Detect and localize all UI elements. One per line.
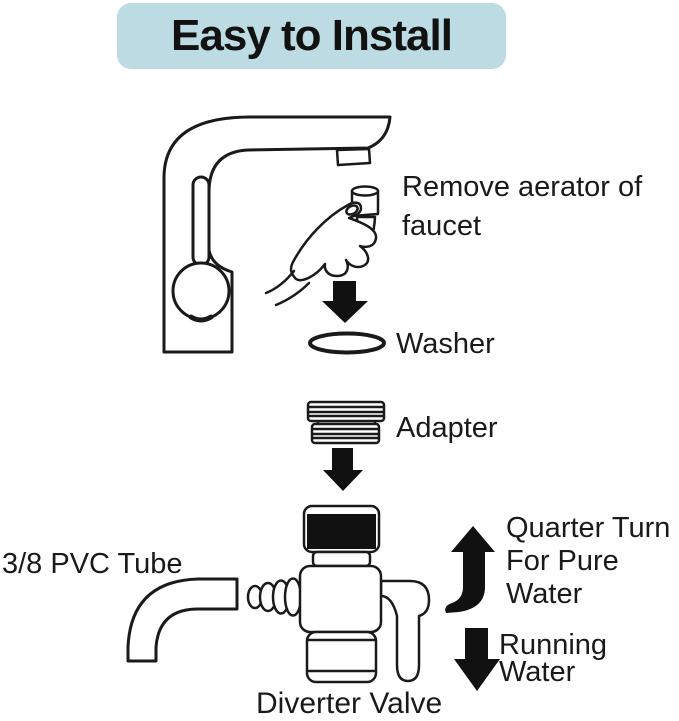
valve-body (298, 564, 383, 634)
faucet-handle (191, 175, 211, 267)
diverter-valve-label: Diverter Valve (256, 687, 443, 720)
remove-aerator-label: Remove aerator of faucet (402, 171, 643, 242)
page-title: Easy to Install (171, 11, 453, 60)
pvc-tube-illustration (126, 577, 239, 663)
wrist-line-2 (274, 281, 311, 307)
valve-cap-knurl (307, 514, 376, 549)
faucet-knob (171, 261, 231, 321)
barb-rib-4 (283, 577, 303, 617)
down-arrow-icon (323, 448, 363, 491)
aerator-top (350, 185, 380, 197)
quarter-turn-label: Quarter Turn For Pure Water (506, 512, 671, 610)
down-arrow-icon (322, 281, 368, 323)
down-arrow-icon (454, 628, 500, 691)
faucet-aerator-socket (335, 147, 372, 167)
washer-label: Washer (396, 328, 495, 360)
hand-outline (289, 201, 378, 282)
running-water-label: Running Water (499, 629, 608, 688)
hand-holding-aerator-illustration (264, 185, 380, 307)
wrist-line-1 (264, 269, 296, 295)
curved-up-arrow-icon (445, 526, 495, 613)
pvc-tube-label: 3/8 PVC Tube (2, 548, 183, 580)
fingernail (345, 204, 359, 216)
adapter-label: Adapter (396, 412, 498, 444)
valve-bottom-thread (305, 630, 378, 684)
title-banner: Easy to Install (117, 3, 506, 69)
valve-collar (311, 550, 372, 568)
washer-illustration (308, 331, 386, 355)
faucet-illustration (162, 115, 392, 354)
faucet-knob-shadow (188, 314, 214, 323)
adapter-illustration (306, 400, 386, 445)
diverter-valve-illustration (246, 504, 431, 684)
valve-lever (379, 579, 431, 683)
